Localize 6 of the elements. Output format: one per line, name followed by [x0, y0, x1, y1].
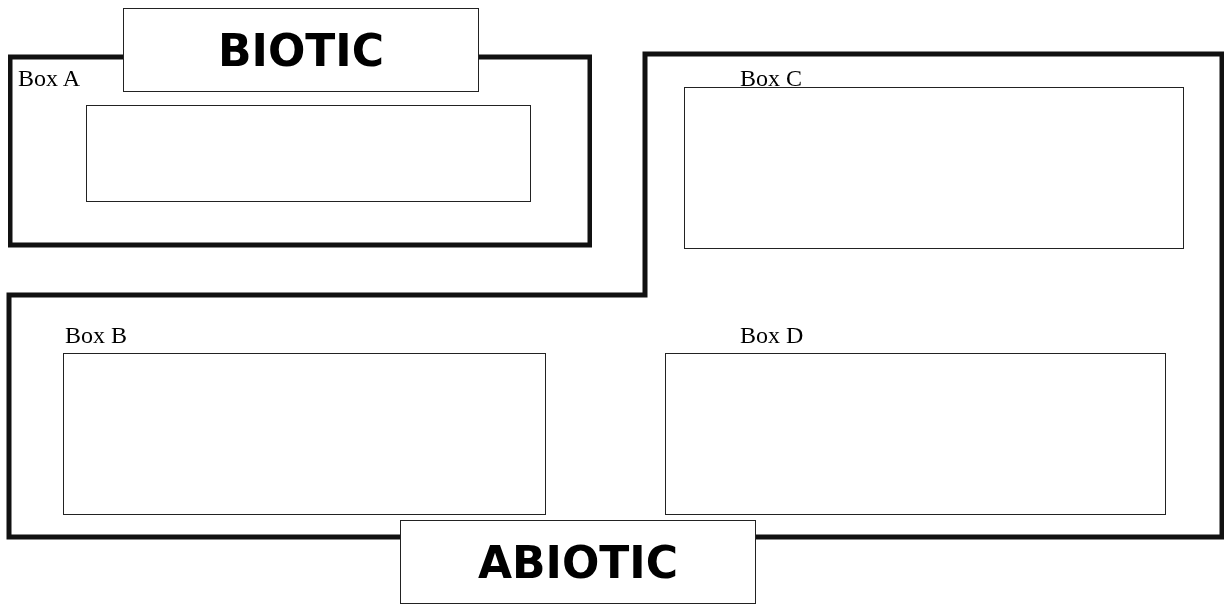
box-label: Box D [740, 322, 804, 348]
region-title: BIOTIC [123, 8, 479, 92]
box-label: Box A [18, 65, 80, 91]
region-title: ABIOTIC [400, 520, 756, 604]
box-label: Box C [740, 65, 802, 91]
box-label: Box B [65, 322, 127, 348]
